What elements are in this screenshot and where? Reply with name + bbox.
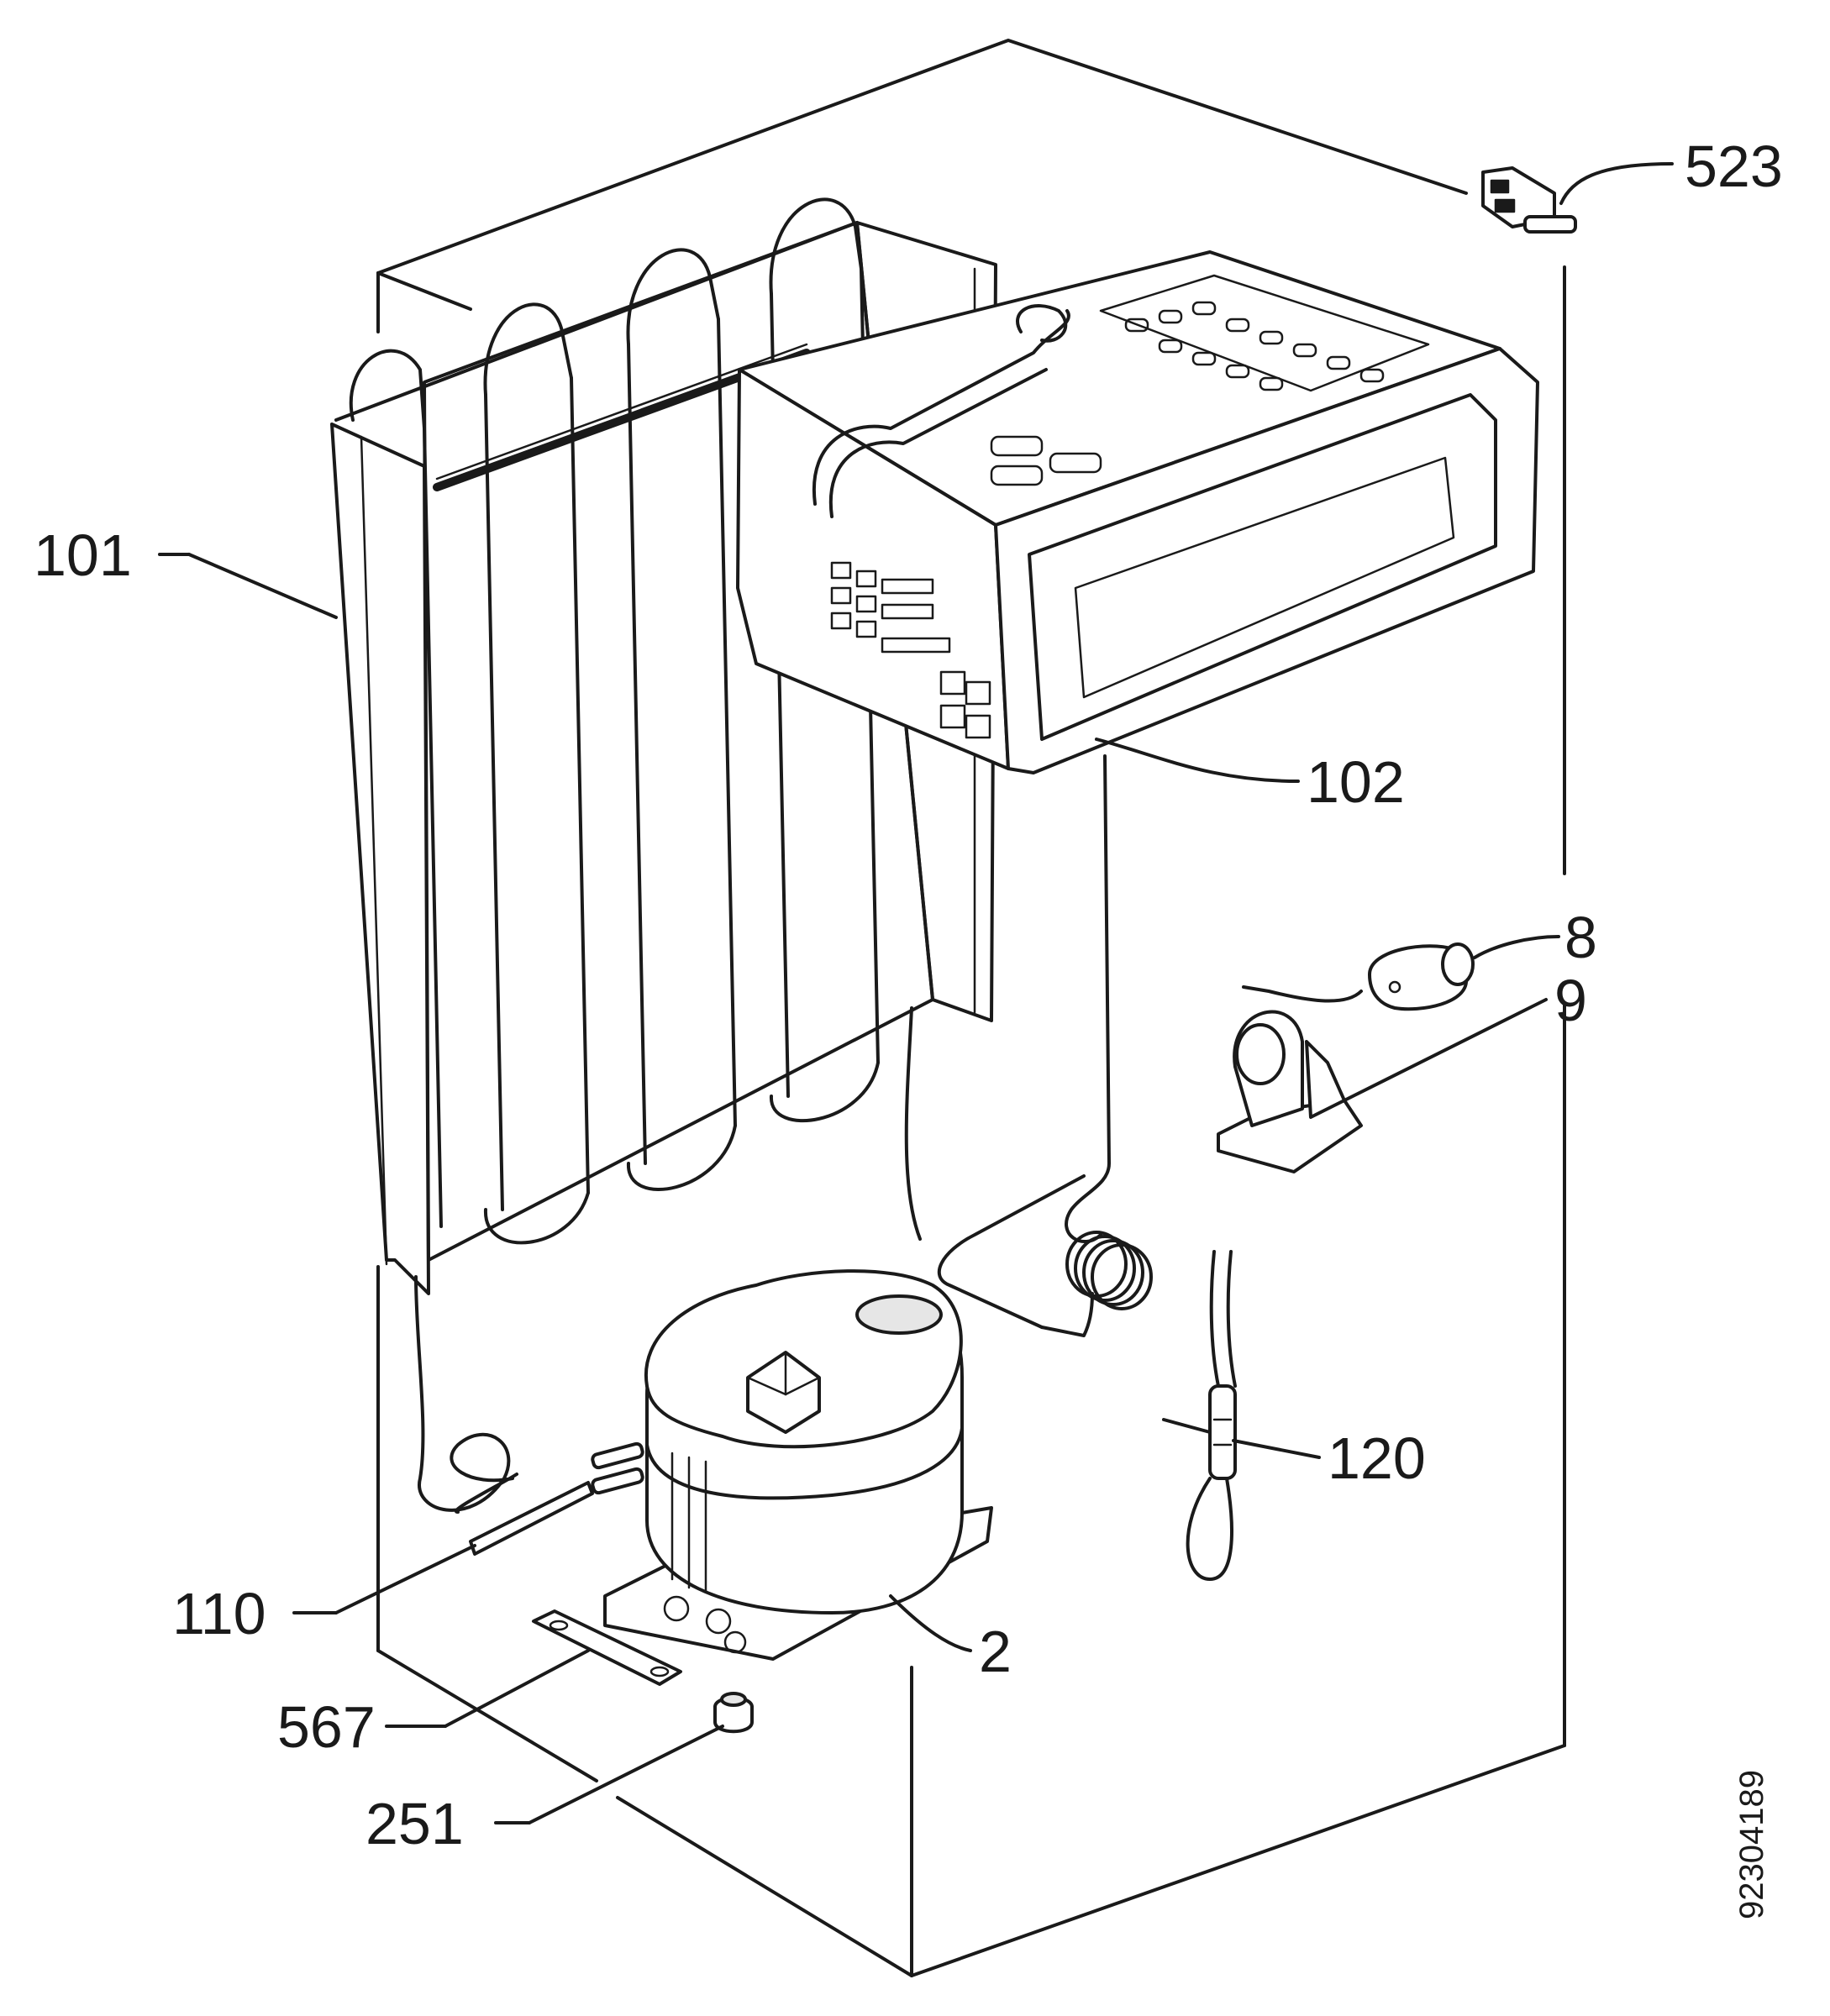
leader-102 xyxy=(1095,738,1300,783)
leader-lines xyxy=(158,162,1674,1824)
evaporator-top-holes xyxy=(990,301,1385,486)
callout-8: 8 xyxy=(1564,905,1597,970)
evaporator-102 xyxy=(736,250,1539,1337)
leader-9 xyxy=(1343,998,1548,1102)
mounting-plate-567 xyxy=(532,1609,682,1686)
grommet-251 xyxy=(713,1692,754,1734)
compressor-2 xyxy=(591,1269,993,1661)
cabinet-outline xyxy=(376,39,1566,1977)
leader-110a xyxy=(334,1544,476,1614)
overload-relay-8 xyxy=(1242,942,1475,1011)
callout-2: 2 xyxy=(979,1619,1012,1684)
drier-110 xyxy=(454,1473,594,1556)
suction-coil xyxy=(1065,1231,1153,1310)
leader-2 xyxy=(889,1594,972,1652)
relay-holder-9 xyxy=(1217,1010,1363,1173)
leader-523 xyxy=(1559,162,1674,205)
callout-567: 567 xyxy=(277,1694,376,1760)
callout-102: 102 xyxy=(1307,749,1405,815)
clip-523 xyxy=(1481,166,1577,234)
callout-523: 523 xyxy=(1685,134,1783,199)
callout-labels: 523 101 102 8 9 120 110 2 567 251 xyxy=(34,134,1783,1856)
callout-9: 9 xyxy=(1554,968,1587,1033)
leader-120 xyxy=(1232,1439,1321,1459)
leader-567a xyxy=(444,1649,590,1728)
evaporator-panel-grid xyxy=(830,561,991,739)
callout-251: 251 xyxy=(365,1791,464,1856)
document-number: 92304189 xyxy=(1733,1770,1770,1919)
callout-101: 101 xyxy=(34,522,132,588)
callout-110: 110 xyxy=(172,1581,266,1646)
callout-120: 120 xyxy=(1328,1425,1426,1491)
leader-101b xyxy=(187,553,338,619)
sensor-120 xyxy=(1162,1250,1237,1581)
leader-8 xyxy=(1473,935,1560,959)
leader-251a xyxy=(528,1725,724,1824)
